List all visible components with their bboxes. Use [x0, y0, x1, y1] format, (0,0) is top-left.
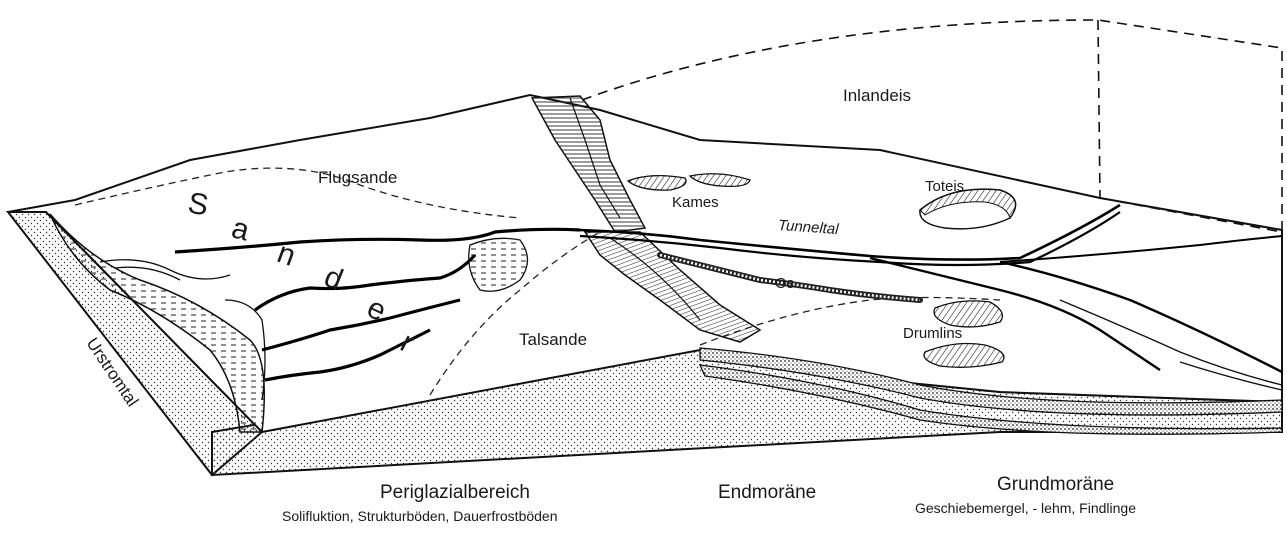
caption-periglazial-title: Periglazialbereich [380, 482, 530, 504]
drumlin-1 [934, 301, 1002, 327]
caption-grundmoraene-title: Grundmoräne [997, 474, 1114, 496]
label-drumlins: Drumlins [903, 325, 962, 342]
label-talsande: Talsande [519, 330, 587, 350]
label-kames: Kames [672, 194, 719, 211]
caption-grundmoraene-sub: Geschiebemergel, - lehm, Findlinge [915, 500, 1136, 516]
label-flugsande: Flugsande [318, 168, 397, 188]
label-inlandeis: Inlandeis [843, 86, 911, 106]
caption-endmoraene-title: Endmoräne [718, 482, 816, 504]
label-toteis: Toteis [925, 178, 964, 195]
label-os: Os [775, 275, 794, 292]
caption-periglazial-sub: Solifluktion, Strukturböden, Dauerfrostb… [282, 508, 558, 524]
